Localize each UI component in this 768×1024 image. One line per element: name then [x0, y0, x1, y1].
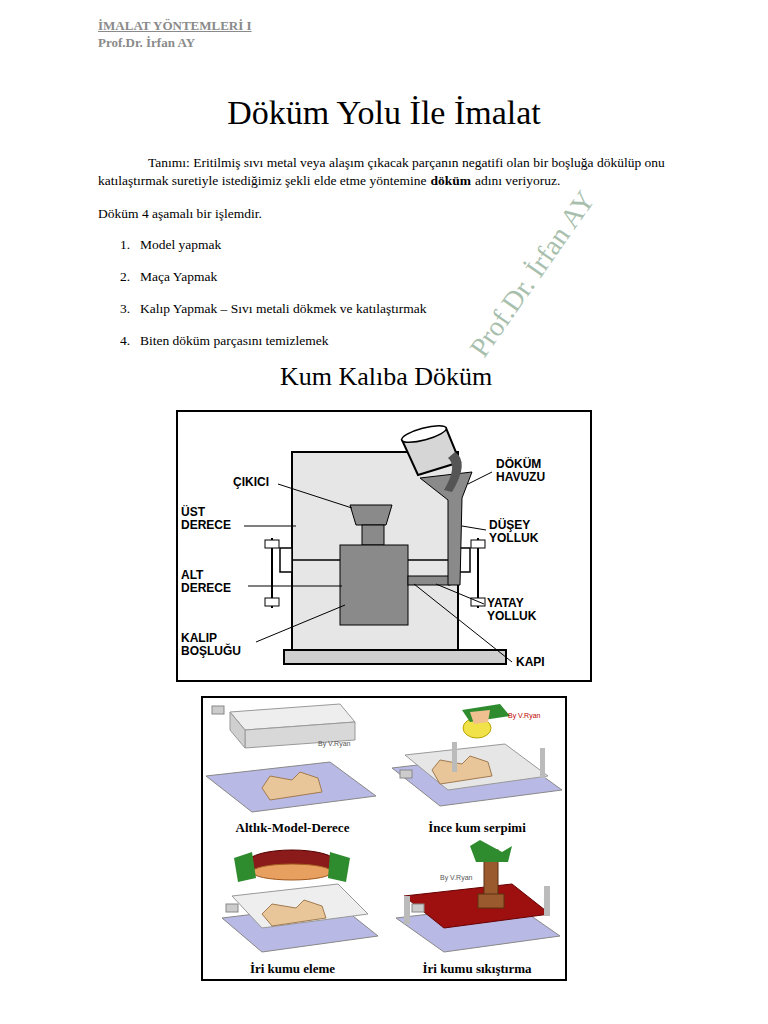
list-number: 3.: [120, 301, 130, 317]
author-header: Prof.Dr. İrfan AY: [98, 35, 195, 51]
list-item: Kalıp Yapmak – Sıvı metali dökmek ve kat…: [140, 301, 426, 317]
part-label: DÖKÜM HAVUZU: [496, 458, 556, 484]
sand-mould-figure: [177, 411, 591, 681]
intro-sentence: Döküm 4 aşamalı bir işlemdir.: [98, 206, 262, 222]
part-label: ALT DERECE: [181, 569, 245, 595]
course-header: İMALAT YÖNTEMLERİ I: [98, 18, 252, 34]
watermark: Prof.Dr. İrfan AY: [463, 185, 601, 363]
definition-paragraph: Tanımı: Eritilmiş sıvı metal veya alaşım…: [98, 154, 698, 190]
list-item: Maça Yapmak: [140, 269, 217, 285]
step-caption: İri kumu eleme: [205, 961, 380, 977]
section-heading: Kum Kalıba Döküm: [280, 362, 492, 392]
part-label: DÜŞEY YOLLUK: [489, 519, 559, 545]
step-caption: İri kumu sıkıştırma: [388, 961, 566, 977]
definition-term: döküm: [430, 173, 471, 188]
credit-note: By V.Ryan: [318, 740, 350, 747]
credit-note: By V.Ryan: [508, 712, 540, 719]
list-number: 4.: [120, 333, 130, 349]
credit-note: By V.Ryan: [440, 874, 472, 881]
list-number: 2.: [120, 269, 130, 285]
moulding-steps-figure: [202, 697, 566, 980]
part-label: ÇIKICI: [233, 476, 293, 489]
step-caption: Altlık-Model-Derece: [205, 820, 380, 836]
part-label: KALIP BOŞLUĞU: [181, 632, 255, 658]
definition-text: adını veriyoruz.: [475, 173, 560, 188]
page-title: Döküm Yolu İle İmalat: [0, 94, 768, 132]
list-item: Biten döküm parçasını temizlemek: [140, 333, 329, 349]
definition-text: Tanımı: Eritilmiş sıvı metal veya alaşım…: [98, 155, 665, 188]
part-label: YATAY YOLLUK: [487, 597, 557, 623]
part-label: KAPI: [516, 656, 556, 669]
step-caption: İnce kum serpimi: [388, 820, 566, 836]
list-number: 1.: [120, 237, 130, 253]
list-item: Model yapmak: [140, 237, 221, 253]
part-label: ÜST DERECE: [181, 506, 243, 532]
